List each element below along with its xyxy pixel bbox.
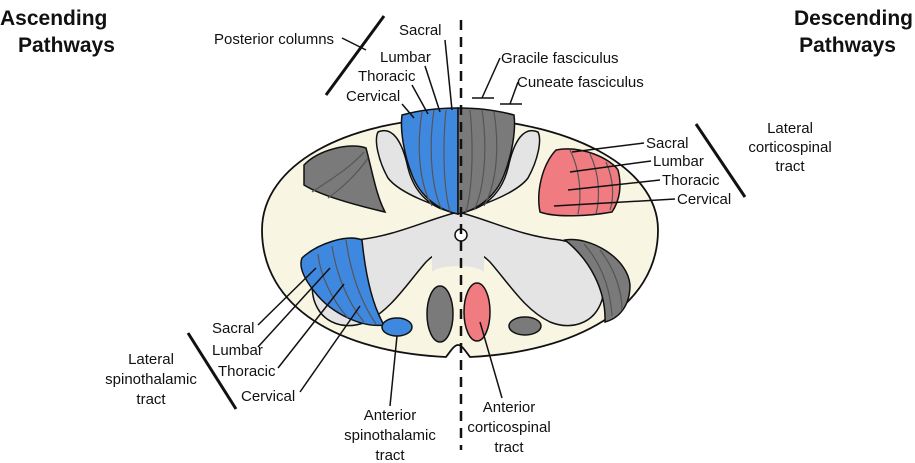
label-posterior-columns: Posterior columns <box>214 31 334 48</box>
label-act-line2: corticospinal <box>467 419 550 436</box>
label-lst-sacral: Sacral <box>212 320 255 337</box>
label-act-line1: Anterior <box>483 399 536 416</box>
label-pc-cervical: Cervical <box>346 88 400 105</box>
anterior-spinothalamic-shape <box>382 318 412 336</box>
label-cuneate-fasciculus: Cuneate fasciculus <box>517 74 644 91</box>
label-lcs-line3: tract <box>775 158 805 175</box>
tract-grey-small-right <box>509 317 541 335</box>
label-lcs-line1: Lateral <box>767 120 813 137</box>
label-lcs-sacral: Sacral <box>646 135 689 152</box>
label-lst-line2: spinothalamic <box>105 371 197 388</box>
label-lst-lumbar: Lumbar <box>212 342 263 359</box>
label-lst-line3: tract <box>136 391 166 408</box>
tract-grey-anterior-left <box>427 286 453 342</box>
label-act-line3: tract <box>494 439 524 456</box>
label-lcs-line2: corticospinal <box>748 139 831 156</box>
header-descending-line2: Pathways <box>799 34 896 57</box>
label-ast-line3: tract <box>375 447 405 463</box>
label-pc-sacral: Sacral <box>399 22 442 39</box>
label-pc-lumbar: Lumbar <box>380 49 431 66</box>
label-ast-line2: spinothalamic <box>344 427 436 444</box>
label-lcs-cervical: Cervical <box>677 191 731 208</box>
label-lst-cervical: Cervical <box>241 388 295 405</box>
header-ascending-line1: Ascending <box>0 7 107 30</box>
label-lst-line1: Lateral <box>128 351 174 368</box>
header-ascending-line2: Pathways <box>18 34 115 57</box>
header-descending-line1: Descending <box>794 7 913 30</box>
label-lcs-lumbar: Lumbar <box>653 153 704 170</box>
label-gracile-fasciculus: Gracile fasciculus <box>501 50 619 67</box>
label-pc-thoracic: Thoracic <box>358 68 416 85</box>
anterior-corticospinal-shape <box>464 283 490 341</box>
label-lst-thoracic: Thoracic <box>218 363 276 380</box>
label-ast-line1: Anterior <box>364 407 417 424</box>
label-lcs-thoracic: Thoracic <box>662 172 720 189</box>
